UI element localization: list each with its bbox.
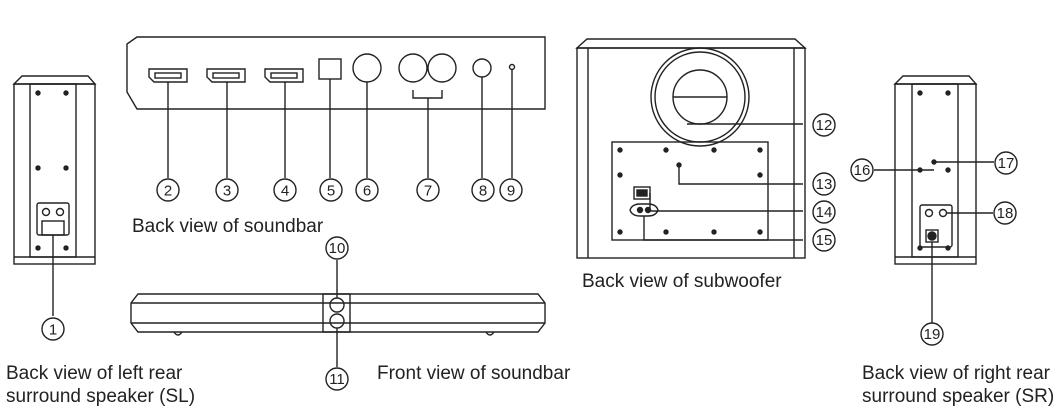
callout-17-label: 17 [998, 155, 1015, 172]
callout-2: 2 [156, 178, 180, 202]
coaxial-jack [352, 53, 382, 83]
sl-speaker-terminal [36, 202, 70, 236]
callout-9: 9 [499, 178, 523, 202]
callout-14: 14 [812, 200, 836, 224]
subwoofer-back [575, 38, 807, 259]
pairing-indicator [676, 162, 682, 168]
front-tweeter-bottom [329, 313, 345, 329]
sr-speaker-terminal [919, 204, 953, 248]
hdmi-port-2 [206, 68, 246, 83]
callout-14-label: 14 [816, 204, 833, 221]
right-rear-speaker-back [874, 75, 994, 323]
audio-in-left [398, 53, 428, 83]
hdmi-port-3 [264, 68, 304, 83]
front-tweeter-top [329, 297, 345, 313]
callout-10-label: 10 [329, 240, 346, 257]
callout-18: 18 [993, 201, 1017, 225]
soundbar-back [126, 36, 546, 178]
callout-15: 15 [812, 228, 836, 252]
callout-5-label: 5 [327, 183, 335, 200]
captions: Back view of soundbar Back view of subwo… [6, 216, 1054, 407]
callout-4: 4 [273, 178, 297, 202]
soundbar-front [130, 260, 546, 367]
callout-3: 3 [215, 178, 239, 202]
callout-12-label: 12 [816, 117, 833, 134]
callout-5: 5 [319, 178, 343, 202]
callout-13-label: 13 [816, 176, 833, 193]
subwoofer-control-panel [611, 141, 769, 241]
hdmi-port-1 [148, 68, 188, 83]
callout-6: 6 [355, 178, 379, 202]
callout-6-label: 6 [363, 183, 371, 200]
callout-13: 13 [812, 172, 836, 196]
callout-9-label: 9 [507, 183, 515, 200]
callout-2-label: 2 [164, 183, 172, 200]
callout-16-label: 16 [854, 162, 871, 179]
caption-right-speaker-line1: Back view of right rear [862, 363, 1051, 384]
aux-jack [472, 58, 492, 78]
callout-12: 12 [812, 113, 836, 137]
callout-8: 8 [471, 178, 495, 202]
callouts: 1 2 3 4 5 6 7 8 9 10 11 12 13 14 15 16 1… [41, 113, 1018, 391]
callout-19: 19 [920, 322, 944, 346]
callout-16: 16 [850, 158, 874, 182]
usb-service-port [508, 63, 516, 71]
callout-19-label: 19 [924, 326, 941, 343]
caption-left-speaker-line2: surround speaker (SL) [6, 386, 195, 407]
subwoofer-power-socket [629, 203, 659, 217]
audio-in-right [427, 53, 457, 83]
caption-soundbar-back: Back view of soundbar [132, 216, 324, 237]
caption-subwoofer-back: Back view of subwoofer [582, 271, 782, 292]
caption-right-speaker-line2: surround speaker (SR) [862, 386, 1054, 407]
callout-18-label: 18 [997, 205, 1014, 222]
callout-15-label: 15 [816, 232, 833, 249]
callout-10: 10 [325, 236, 349, 260]
callout-11: 11 [325, 367, 349, 391]
left-rear-speaker-back [12, 75, 97, 316]
callout-3-label: 3 [223, 183, 231, 200]
callout-1: 1 [41, 317, 65, 341]
bass-port [650, 47, 750, 147]
callout-7-label: 7 [424, 183, 432, 200]
callout-8-label: 8 [479, 183, 487, 200]
optical-port [318, 58, 342, 80]
callout-7: 7 [416, 178, 440, 202]
callout-4-label: 4 [281, 183, 289, 200]
callout-1-label: 1 [49, 322, 57, 339]
callout-17: 17 [994, 151, 1018, 175]
callout-11-label: 11 [329, 371, 345, 388]
caption-left-speaker-line1: Back view of left rear [6, 363, 183, 384]
caption-soundbar-front: Front view of soundbar [377, 363, 571, 384]
